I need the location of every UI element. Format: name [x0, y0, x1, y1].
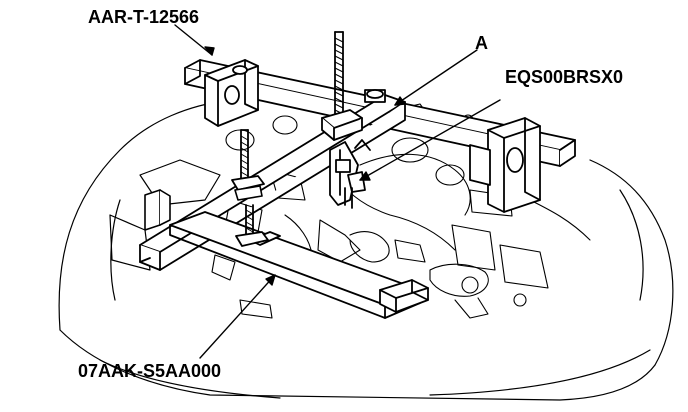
left-rod	[231, 129, 265, 201]
bar-end-block	[379, 279, 429, 313]
right-hanger	[469, 117, 541, 213]
leader-a	[394, 49, 478, 106]
leader-lines	[174, 24, 501, 359]
lower-rod	[235, 204, 269, 247]
leader-bottom	[199, 274, 276, 359]
leader-eqs	[359, 99, 501, 181]
leader-top	[174, 24, 213, 56]
center-clamp	[321, 109, 371, 209]
engine-details	[211, 103, 591, 319]
tool-label-eqs: EQS00BRSX0	[505, 67, 624, 87]
left-arm	[144, 189, 171, 231]
center-hook-rod	[334, 31, 344, 126]
left-hanger	[204, 59, 259, 127]
tool-label-07aak: 07AAK-S5AA000	[78, 361, 222, 381]
tool-label-aar: AAR-T-12566	[88, 7, 200, 27]
callout-a: A	[475, 33, 488, 53]
vehicle-body	[58, 99, 674, 401]
